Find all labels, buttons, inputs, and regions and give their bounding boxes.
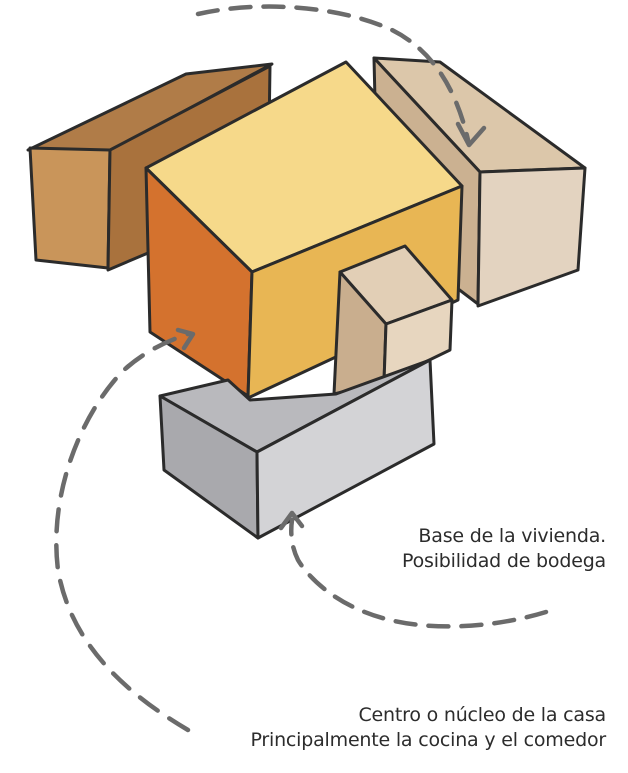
dashed-arrow-top [195,4,471,143]
right-block-front [476,166,587,308]
annotation-base-line2: Posibilidad de bodega [401,550,606,573]
dashed-arrow-base [289,517,549,629]
annotation-centro-line2: Principalmente la cocina y el comedor [250,729,606,752]
annotation-base-line1: Base de la vivienda. [418,525,606,547]
left-block-front [28,146,112,270]
annotation-base: Base de la vivienda. Posibilidad de bode… [402,524,606,574]
dashed-arrow-centro [54,331,191,733]
small-block-front [382,298,454,384]
arrowhead-top [455,121,487,148]
small-block [332,244,454,396]
annotation-centro: Centro o núcleo de la casa Principalment… [250,703,606,753]
base-block-front [255,358,436,540]
arrowhead-base [278,510,305,531]
arrowhead-centro [175,327,196,351]
base-block [158,358,436,540]
annotation-centro-line1: Centro o núcleo de la casa [358,704,606,726]
